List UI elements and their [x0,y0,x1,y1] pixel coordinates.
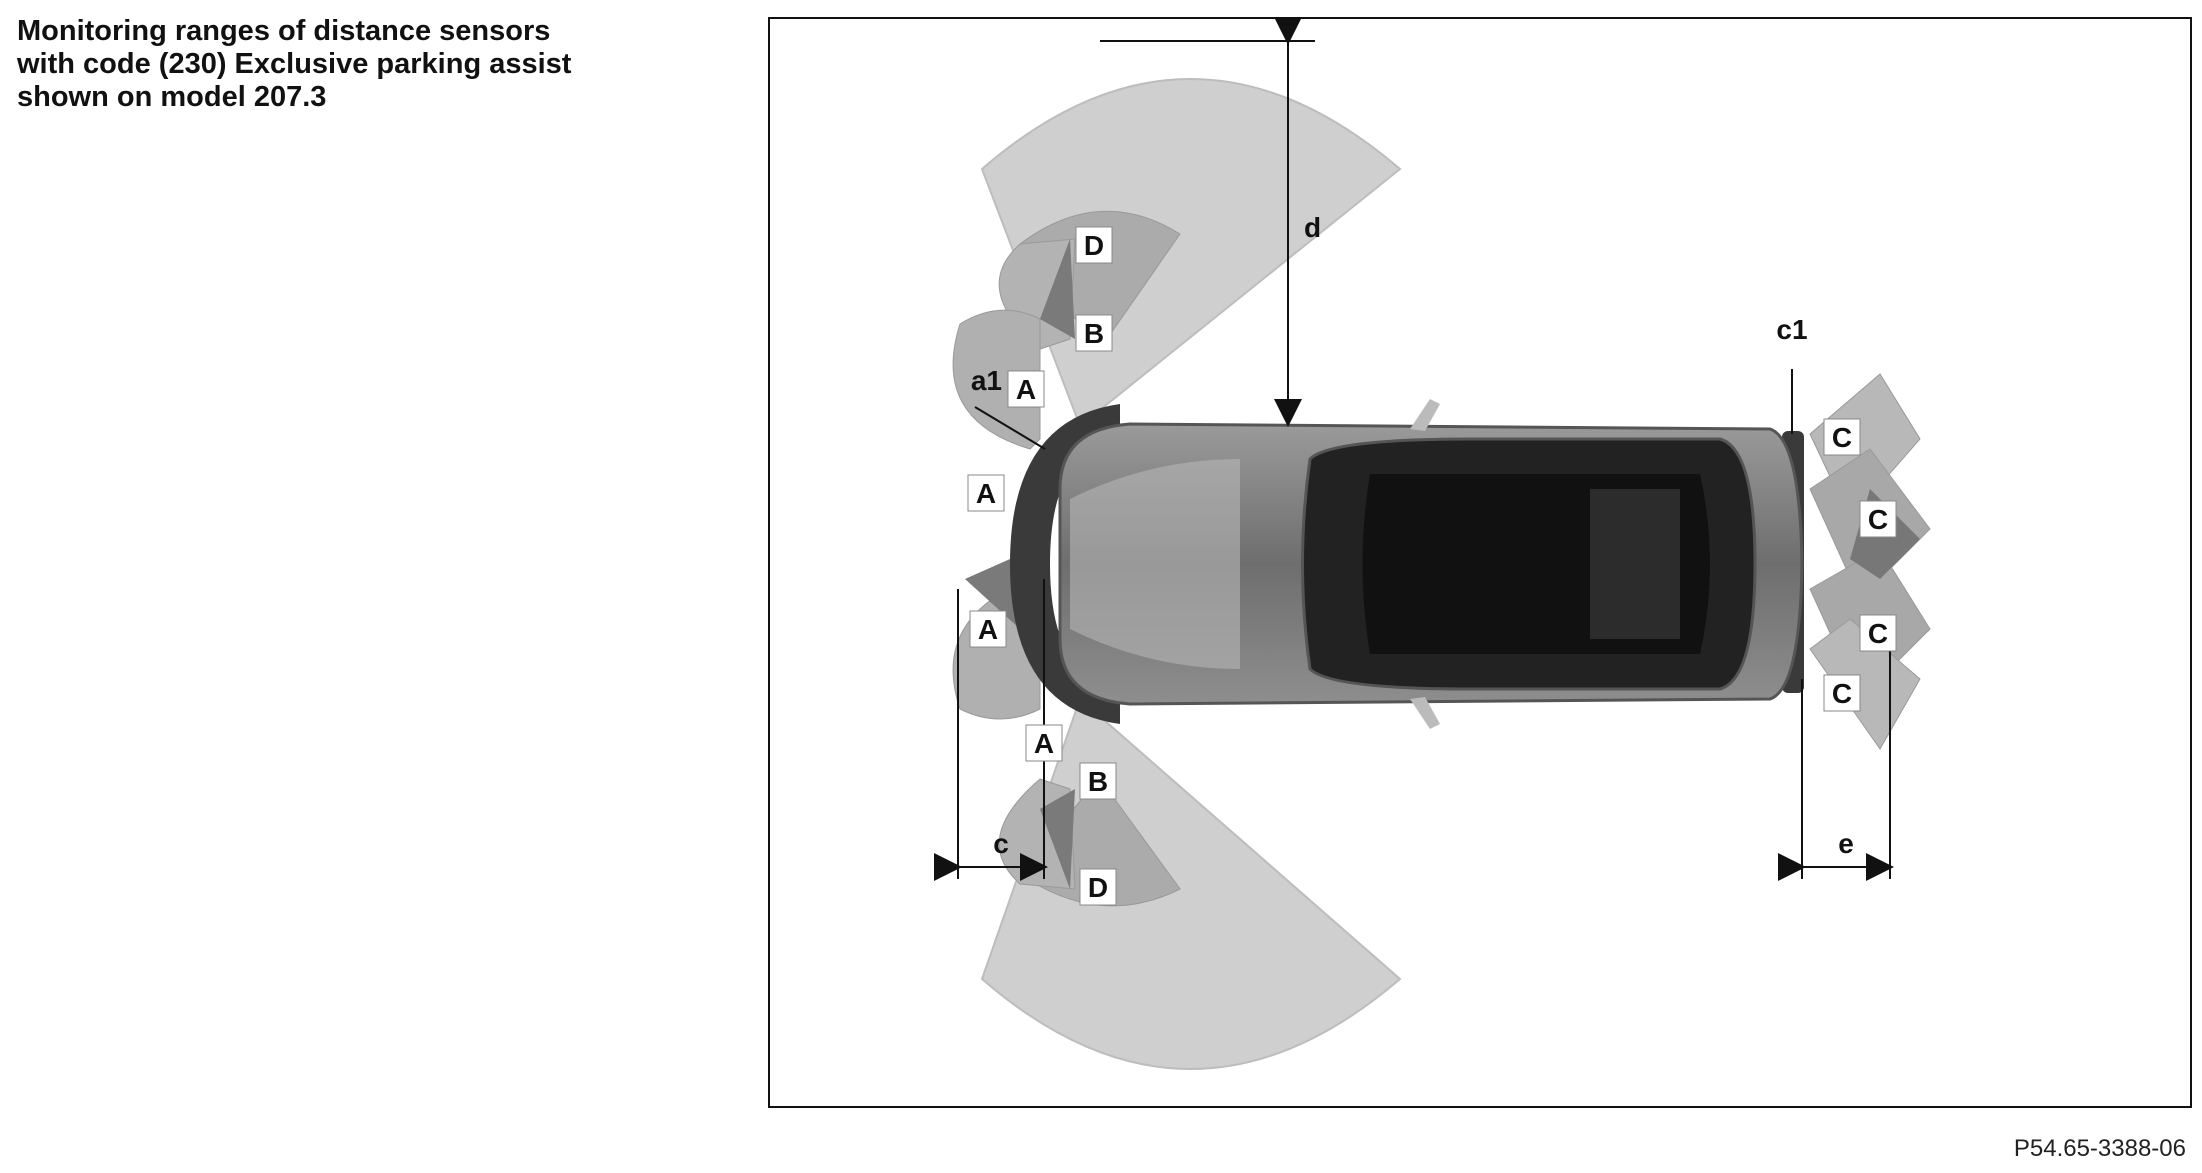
zone-a-2 [952,309,1041,450]
label-c1: c1 [1776,314,1807,345]
sensor-band-front [1010,404,1120,724]
svg-text:B: B [1088,766,1108,797]
label-c-2: C [1859,500,1897,538]
svg-text:C: C [1868,618,1888,649]
label-dim-c: c [993,828,1009,859]
car-body [1058,399,1804,729]
label-a-3: A [969,610,1007,648]
svg-text:C: C [1868,504,1888,535]
svg-text:A: A [978,614,998,645]
svg-text:D: D [1088,872,1108,903]
label-dim-e: e [1838,828,1854,859]
svg-text:D: D [1084,230,1104,261]
zone-a-overlap-bottom [1040,789,1075,889]
mirror-bottom [1410,697,1440,729]
label-b-top: B [1075,314,1113,352]
label-a-1: A [1007,370,1045,408]
title-line-3: shown on model 207.3 [17,81,327,113]
parking-sensor-diagram: D B A A A A B D [934,19,1931,1070]
zone-a-overlap-top [1040,239,1075,339]
figure-reference: P54.65-3388-06 [2013,1135,2186,1162]
page-title: Monitoring ranges of distance sensors wi… [17,15,717,114]
label-b-bottom: B [1079,762,1117,800]
label-a1: a1 [971,365,1002,396]
svg-text:B: B [1084,318,1104,349]
label-d-top: D [1075,226,1113,264]
svg-text:A: A [976,478,996,509]
svg-text:A: A [1034,728,1054,759]
label-c-3: C [1859,614,1897,652]
label-c-4: C [1823,674,1861,712]
label-dim-d: d [1304,212,1321,243]
svg-text:C: C [1832,422,1852,453]
mirror-top [1410,399,1440,431]
label-c-1: C [1823,418,1861,456]
title-line-2: with code (230) Exclusive parking assist [17,48,572,80]
title-line-1: Monitoring ranges of distance sensors [17,15,551,47]
label-a-4: A [1025,724,1063,762]
label-a-2: A [967,474,1005,512]
diagram-frame: D B A A A A B D [768,17,2192,1108]
label-d-bottom: D [1079,868,1117,906]
leader-a1 [974,406,1046,450]
svg-text:A: A [1016,374,1036,405]
zone-c-4 [1809,618,1921,750]
svg-text:C: C [1832,678,1852,709]
